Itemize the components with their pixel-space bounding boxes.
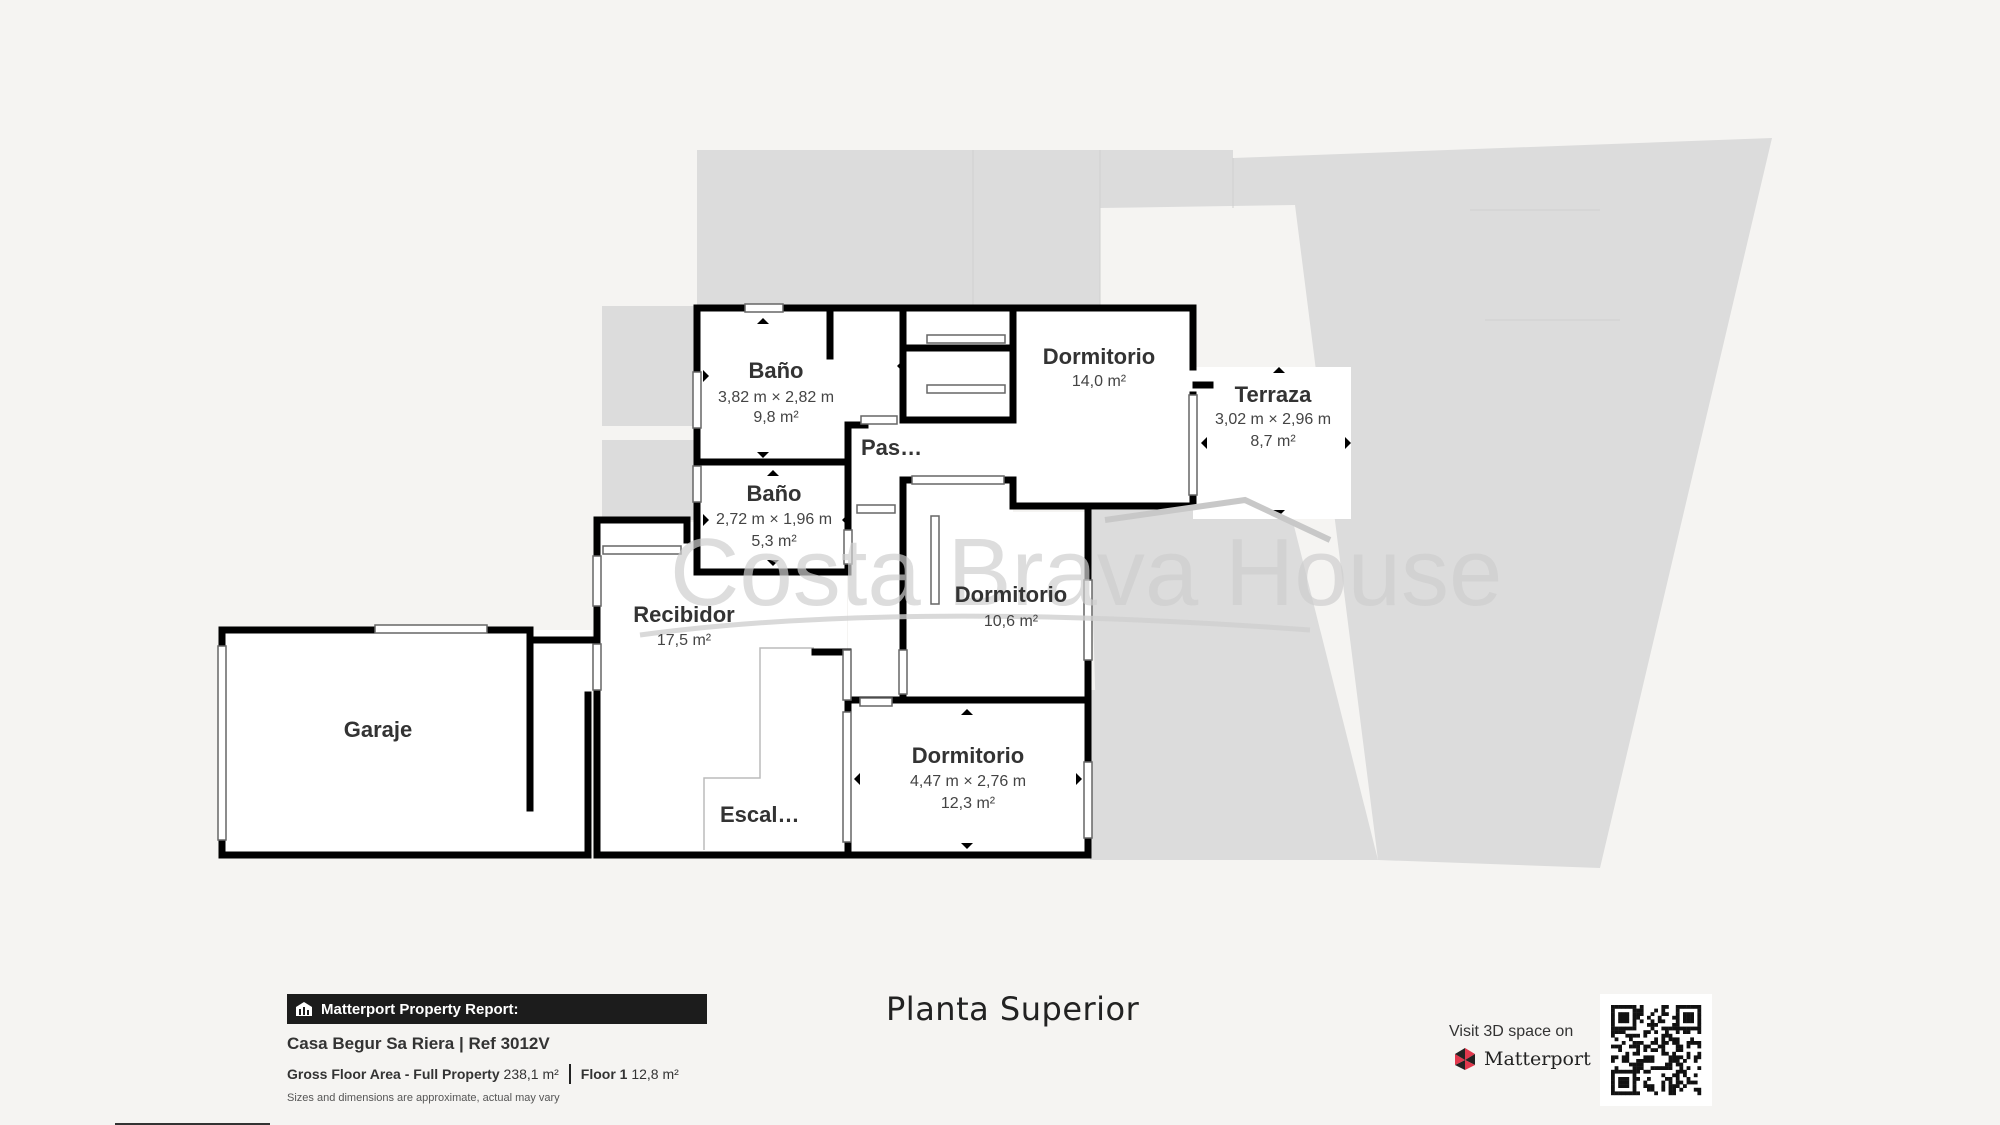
room-name-recibidor: Recibidor [633,602,735,627]
gross-area-value: 238,1 m² [503,1066,559,1082]
floor-plan: Costa Brava House Baño 3,82 m × 2,82 m 9… [217,138,1772,868]
room-name-dormitorio-2: Dormitorio [955,582,1067,607]
qr-code-icon [1611,1005,1702,1096]
room-area-dormitorio-1: 14,0 m² [1072,373,1127,390]
bottom-rule [115,1123,270,1125]
watermark: Costa Brava House [639,496,1502,638]
room-labels: Baño 3,82 m × 2,82 m 9,8 m² Dormitorio 1… [344,344,1331,827]
report-header: Matterport Property Report: [287,994,707,1024]
room-area-recibidor: 17,5 m² [657,632,712,649]
windows [217,303,1198,843]
property-report: Matterport Property Report: Casa Begur S… [287,994,707,1104]
room-name-pasillo: Pas… [861,435,922,460]
brand-name: Matterport [1484,1048,1591,1070]
area-summary: Gross Floor Area - Full Property 238,1 m… [287,1064,707,1084]
room-area-terraza: 8,7 m² [1250,433,1296,450]
room-name-bano-2: Baño [747,481,802,506]
room-name-dormitorio-3: Dormitorio [912,743,1024,768]
room-dims-bano-1: 3,82 m × 2,82 m [718,389,834,406]
disclaimer: Sizes and dimensions are approximate, ac… [287,1092,560,1104]
visit-text: Visit 3D space on [1449,1023,1574,1040]
room-area-bano-1: 9,8 m² [753,409,799,426]
divider [568,1064,571,1084]
room-name-terraza: Terraza [1235,382,1312,407]
stair-outline [703,647,814,850]
report-header-text: Matterport Property Report: [321,1000,519,1018]
matterport-logo[interactable]: Matterport [1452,1046,1591,1072]
matterport-logo-icon [1455,1048,1475,1070]
floor-name: Planta Superior [886,990,1140,1028]
room-name-bano-1: Baño [749,358,804,383]
room-dims-bano-2: 2,72 m × 1,96 m [716,511,832,528]
room-name-dormitorio-1: Dormitorio [1043,344,1155,369]
dimension-markers [703,318,1351,849]
room-name-escalera: Escal… [720,802,800,827]
room-dims-dormitorio-3: 4,47 m × 2,76 m [910,773,1026,790]
gross-area-label: Gross Floor Area - Full Property [287,1066,500,1082]
qr-code[interactable] [1600,994,1712,1106]
watermark-text: Costa Brava House [670,519,1502,626]
room-dims-terraza: 3,02 m × 2,96 m [1215,411,1331,428]
room-name-garaje: Garaje [344,717,413,742]
floor-label: Floor 1 [580,1066,628,1082]
site-lines [972,150,1620,321]
room-area-dormitorio-2: 10,6 m² [984,613,1039,630]
building-icon [296,1002,312,1016]
room-area-bano-2: 5,3 m² [751,533,797,550]
property-name: Casa Begur Sa Riera | Ref 3012V [287,1034,550,1053]
room-area-dormitorio-3: 12,3 m² [941,795,996,812]
floor-area-value: 12,8 m² [631,1066,679,1082]
